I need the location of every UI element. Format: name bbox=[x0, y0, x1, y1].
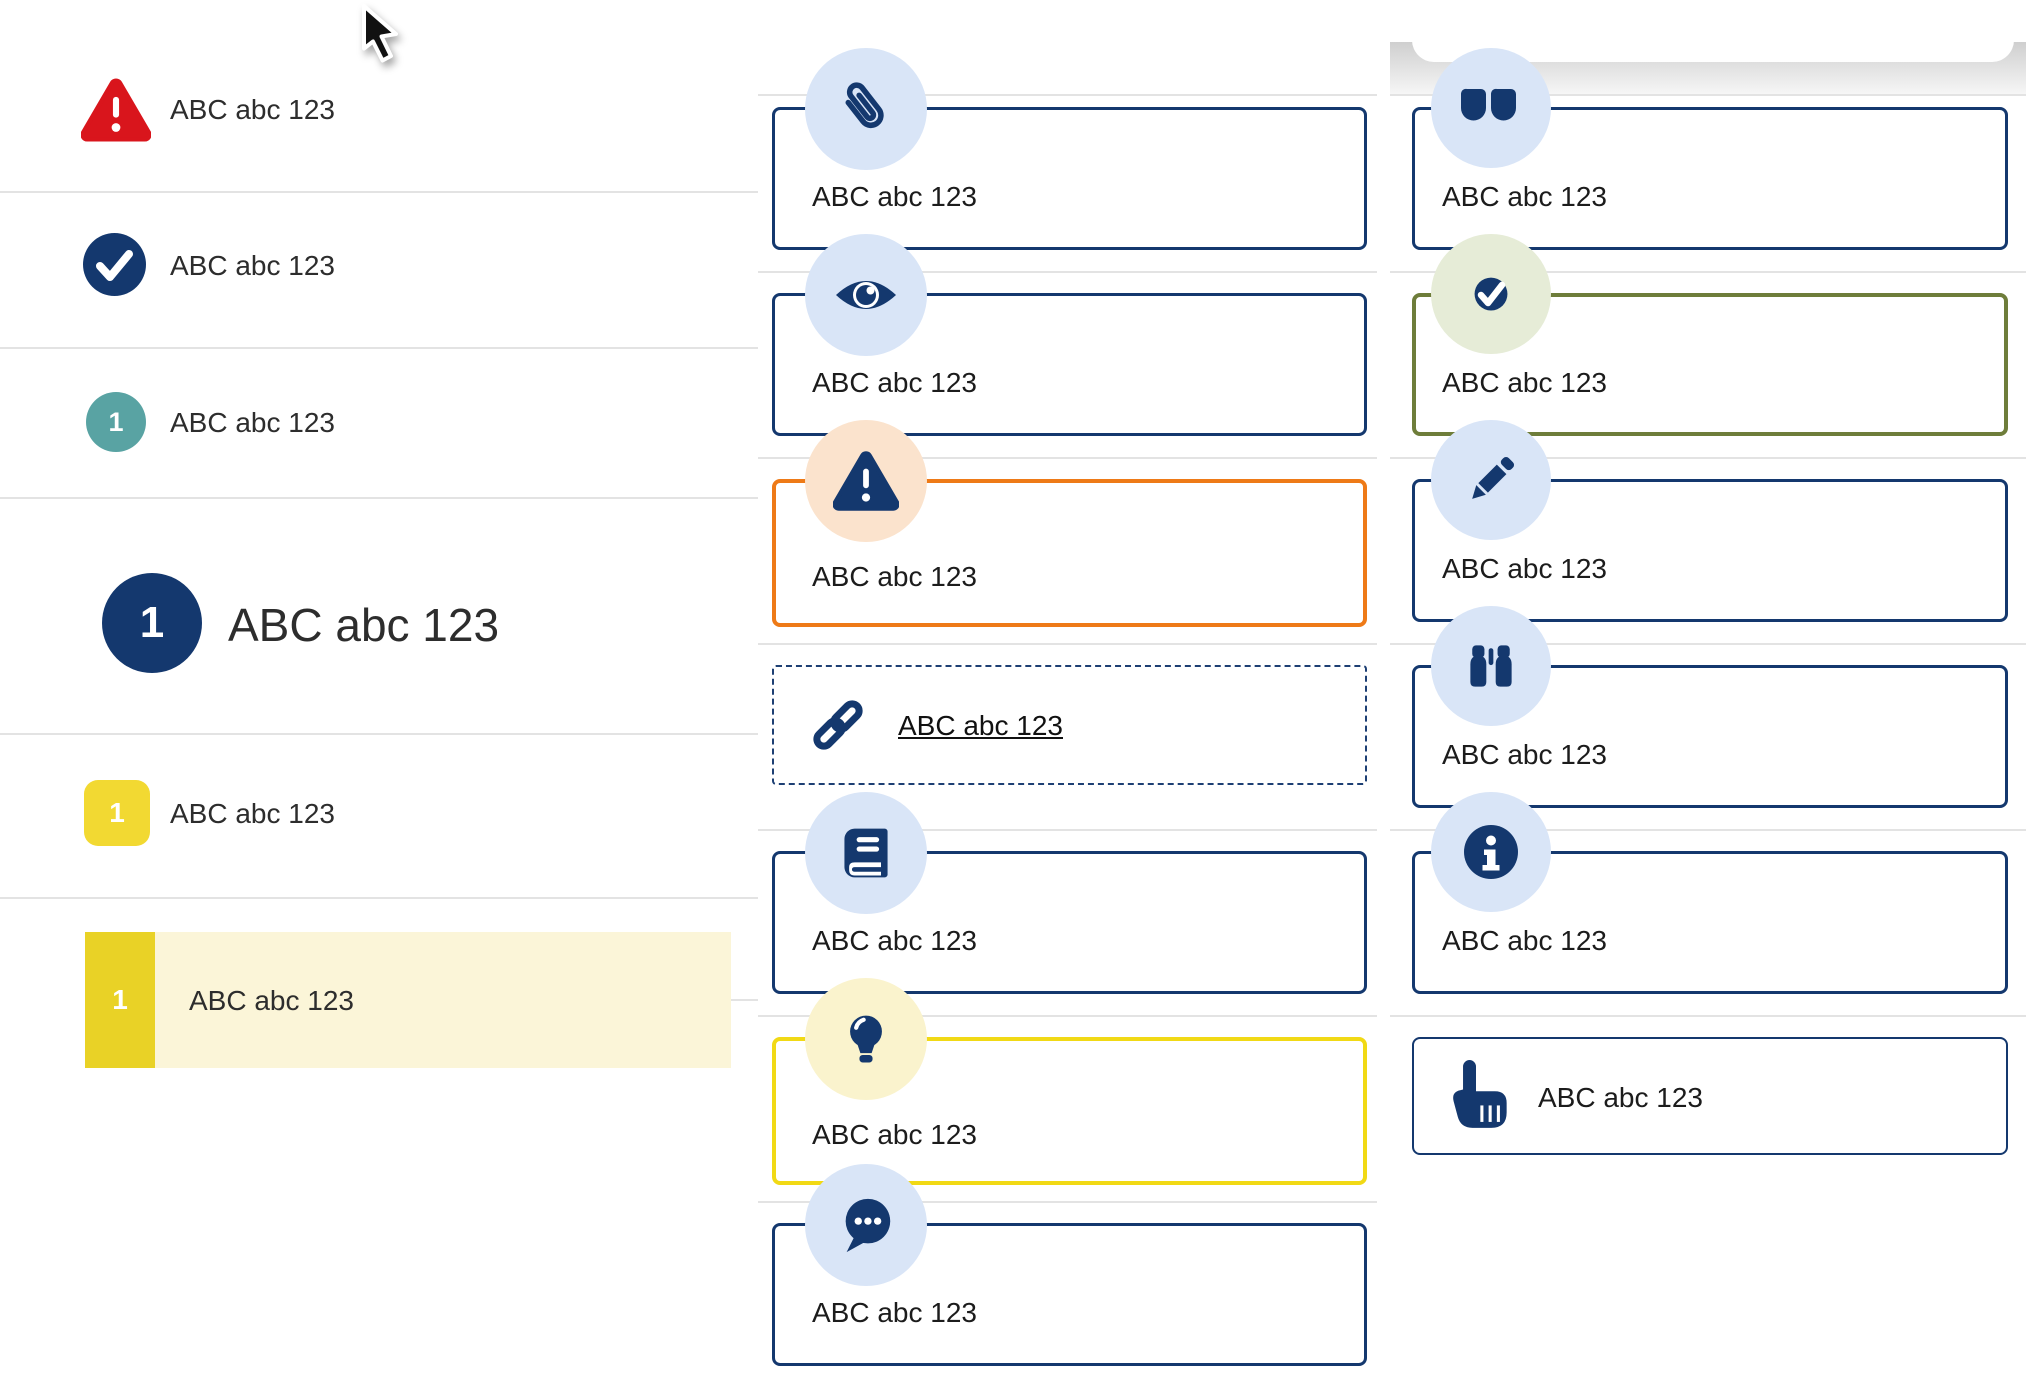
callout-label: ABC abc 123 bbox=[812, 1297, 977, 1328]
callout-label: ABC abc 123 bbox=[1442, 925, 1607, 956]
divider bbox=[1390, 1015, 2026, 1017]
paperclip-icon bbox=[805, 48, 927, 170]
check-circle-icon bbox=[83, 233, 146, 296]
warning-icon bbox=[805, 420, 927, 542]
list-item-heading: ABC abc 123 bbox=[228, 599, 500, 651]
quote-icon bbox=[1431, 48, 1551, 168]
list-item-label: ABC abc 123 bbox=[189, 985, 354, 1016]
link-icon bbox=[785, 672, 891, 778]
divider bbox=[1390, 643, 2026, 645]
highlighted-row bbox=[85, 932, 731, 1068]
chat-icon bbox=[805, 1164, 927, 1286]
callout-label: ABC abc 123 bbox=[812, 561, 977, 592]
divider bbox=[0, 191, 758, 193]
callout-label: ABC abc 123 bbox=[812, 181, 977, 212]
divider bbox=[0, 897, 758, 899]
divider bbox=[758, 829, 1377, 831]
divider bbox=[1390, 271, 2026, 273]
step-badge-teal: 1 bbox=[86, 392, 146, 452]
callout-label: ABC abc 123 bbox=[1538, 1082, 1703, 1113]
list-item-label: ABC abc 123 bbox=[170, 798, 335, 829]
divider bbox=[758, 94, 1377, 96]
divider bbox=[0, 347, 758, 349]
pencil-icon bbox=[1431, 420, 1551, 540]
check-circle-icon bbox=[1431, 234, 1551, 354]
list-item-label: ABC abc 123 bbox=[170, 407, 335, 438]
divider bbox=[758, 271, 1377, 273]
binoculars-icon bbox=[1431, 606, 1551, 726]
step-badge-yellow: 1 bbox=[84, 780, 150, 846]
divider bbox=[1390, 457, 2026, 459]
eye-icon bbox=[805, 234, 927, 356]
divider bbox=[0, 733, 758, 735]
list-item-label: ABC abc 123 bbox=[170, 250, 335, 281]
callout-label: ABC abc 123 bbox=[1442, 367, 1607, 398]
lightbulb-icon bbox=[805, 978, 927, 1100]
callout-card-warning bbox=[772, 479, 1367, 627]
divider bbox=[1390, 94, 2026, 96]
mouse-cursor-icon bbox=[360, 2, 408, 74]
callout-label: ABC abc 123 bbox=[1442, 181, 1607, 212]
callout-label: ABC abc 123 bbox=[812, 367, 977, 398]
callout-label: ABC abc 123 bbox=[812, 925, 977, 956]
callout-label: ABC abc 123 bbox=[1442, 739, 1607, 770]
callout-link[interactable]: ABC abc 123 bbox=[898, 710, 1063, 741]
divider bbox=[1390, 829, 2026, 831]
divider bbox=[758, 1015, 1377, 1017]
callout-label: ABC abc 123 bbox=[1442, 553, 1607, 584]
book-icon bbox=[805, 792, 927, 914]
step-badge-large: 1 bbox=[102, 573, 202, 673]
callout-label: ABC abc 123 bbox=[812, 1119, 977, 1150]
divider bbox=[758, 457, 1377, 459]
divider bbox=[0, 497, 758, 499]
step-badge-yellow-block: 1 bbox=[85, 932, 155, 1068]
divider-stub bbox=[731, 999, 758, 1001]
divider bbox=[758, 643, 1377, 645]
hand-pointer-icon bbox=[1443, 1055, 1509, 1137]
callout-card-action bbox=[1412, 1037, 2008, 1155]
list-item-label: ABC abc 123 bbox=[170, 94, 335, 125]
info-icon bbox=[1431, 792, 1551, 912]
divider bbox=[758, 1201, 1377, 1203]
alert-triangle-icon bbox=[81, 78, 151, 142]
